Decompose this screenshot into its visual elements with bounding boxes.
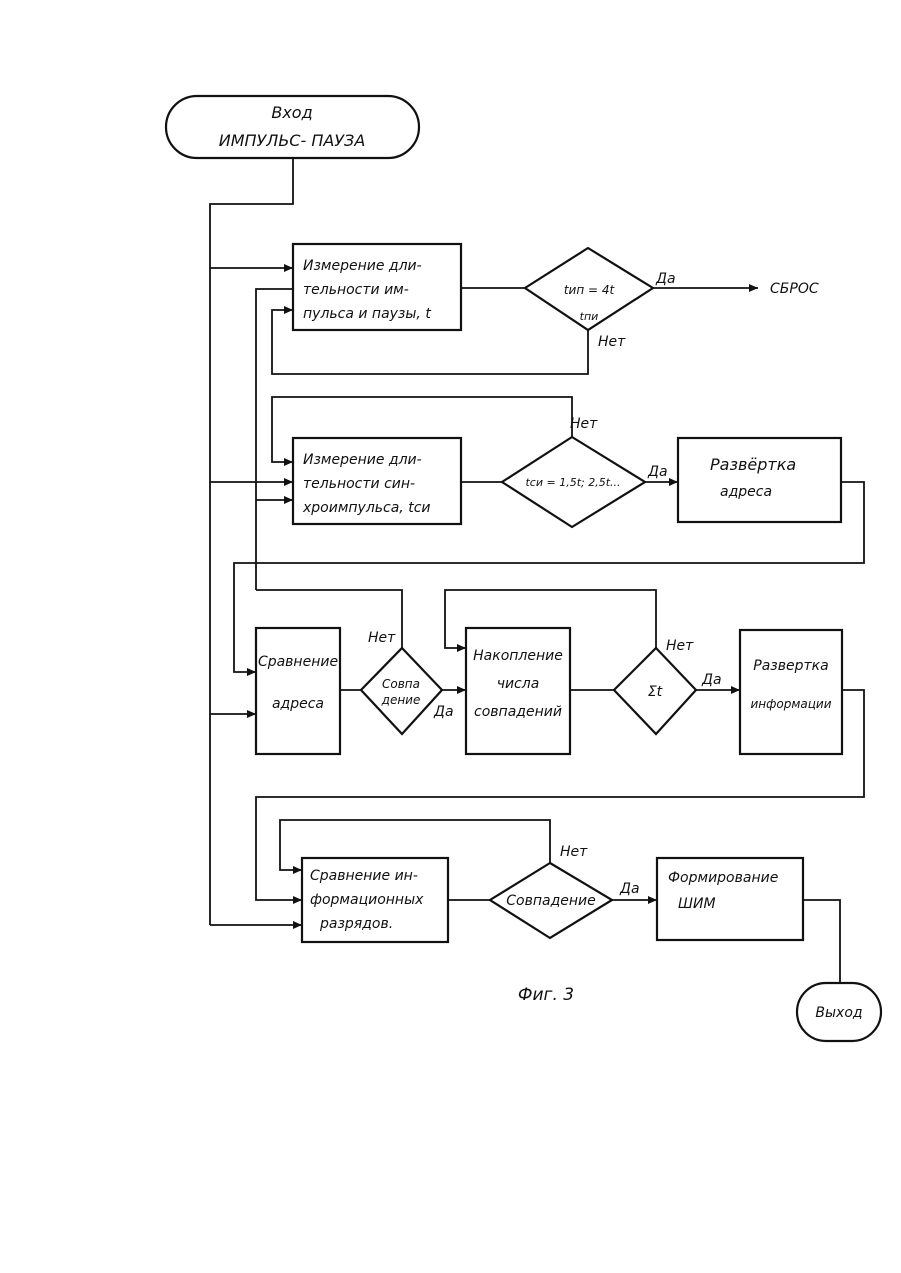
output-terminal-line-1: Выход [815, 1005, 862, 1021]
figure-caption: Фиг. 3 [518, 985, 574, 1005]
block-measure-pulse-line-2: тельности им- [303, 282, 409, 298]
block-address-sweep-line-1: Развёртка [710, 455, 796, 474]
block-address-compare-line-1: Сравнение [258, 654, 338, 670]
block-measure-sync-line-1: Измерение дли- [303, 452, 422, 468]
decision-d4-line-1: Σt [648, 684, 663, 700]
block-info-compare-line-2: формационных [310, 892, 424, 908]
d2-yes-label: Да [647, 464, 668, 480]
block-info-sweep: Развертка информации [740, 630, 842, 754]
d2-no-label: Нет [570, 416, 598, 432]
input-terminal-line-2: ИМПУЛЬС- ПАУЗА [219, 131, 366, 150]
input-terminal: Вход ИМПУЛЬС- ПАУЗА [166, 96, 419, 158]
block-pwm-line-1: Формирование [668, 870, 778, 886]
block-measure-sync-line-3: хроимпульса, tси [302, 500, 431, 516]
d5-no-label: Нет [560, 844, 588, 860]
decision-d1-line-1: tип = 4t [564, 283, 616, 297]
d3-yes-label: Да [433, 704, 454, 720]
block-address-compare: Сравнение адреса [256, 628, 340, 754]
block-measure-pulse-line-1: Измерение дли- [303, 258, 422, 274]
block-address-compare-line-2: адреса [272, 696, 324, 712]
decision-d5-line-1: Совпадение [506, 893, 595, 909]
block-measure-pulse: Измерение дли- тельности им- пульса и па… [293, 244, 461, 330]
d1-no-label: Нет [598, 334, 626, 350]
decision-d1: tип = 4t tпи [525, 248, 653, 330]
decision-d1-line-2: tпи [580, 310, 599, 323]
block-accumulate-line-1: Накопление [473, 648, 563, 664]
block-accumulate-line-3: совпадений [474, 704, 562, 720]
decision-d3-line-2: дение [381, 693, 421, 707]
block-accumulate-line-2: числа [497, 676, 540, 692]
block-pwm-line-2: ШИМ [678, 896, 716, 912]
block-info-compare: Сравнение ин- формационных разрядов. [302, 858, 448, 942]
input-terminal-line-1: Вход [271, 103, 312, 122]
decision-d2-line-1: tси = 1,5t; 2,5t... [525, 476, 620, 489]
block-measure-sync: Измерение дли- тельности син- хроимпульс… [293, 438, 461, 524]
block-info-sweep-line-1: Развертка [753, 658, 828, 674]
decision-d3-line-1: Совпа [382, 677, 420, 691]
block-measure-pulse-line-3: пульса и паузы, t [303, 306, 431, 322]
decision-d3: Совпа дение [361, 648, 442, 734]
block-address-sweep: Развёртка адреса [678, 438, 841, 522]
d1-yes-label: Да [655, 271, 676, 287]
block-accumulate: Накопление числа совпадений [466, 628, 570, 754]
d5-yes-label: Да [619, 881, 640, 897]
d4-no-label: Нет [666, 638, 694, 654]
decision-d5: Совпадение [490, 863, 612, 938]
output-terminal: Выход [797, 983, 881, 1041]
decision-d4: Σt [614, 648, 696, 734]
block-measure-sync-line-2: тельности син- [303, 476, 415, 492]
d4-yes-label: Да [701, 672, 722, 688]
block-info-compare-line-1: Сравнение ин- [310, 868, 418, 884]
block-address-sweep-line-2: адреса [720, 484, 772, 500]
block-info-compare-line-3: разрядов. [319, 916, 393, 932]
decision-d2: tси = 1,5t; 2,5t... [502, 437, 645, 527]
block-pwm: Формирование ШИМ [657, 858, 803, 940]
block-info-sweep-line-2: информации [750, 697, 831, 711]
d3-no-label: Нет [368, 630, 396, 646]
reset-label: СБРОС [770, 281, 819, 297]
